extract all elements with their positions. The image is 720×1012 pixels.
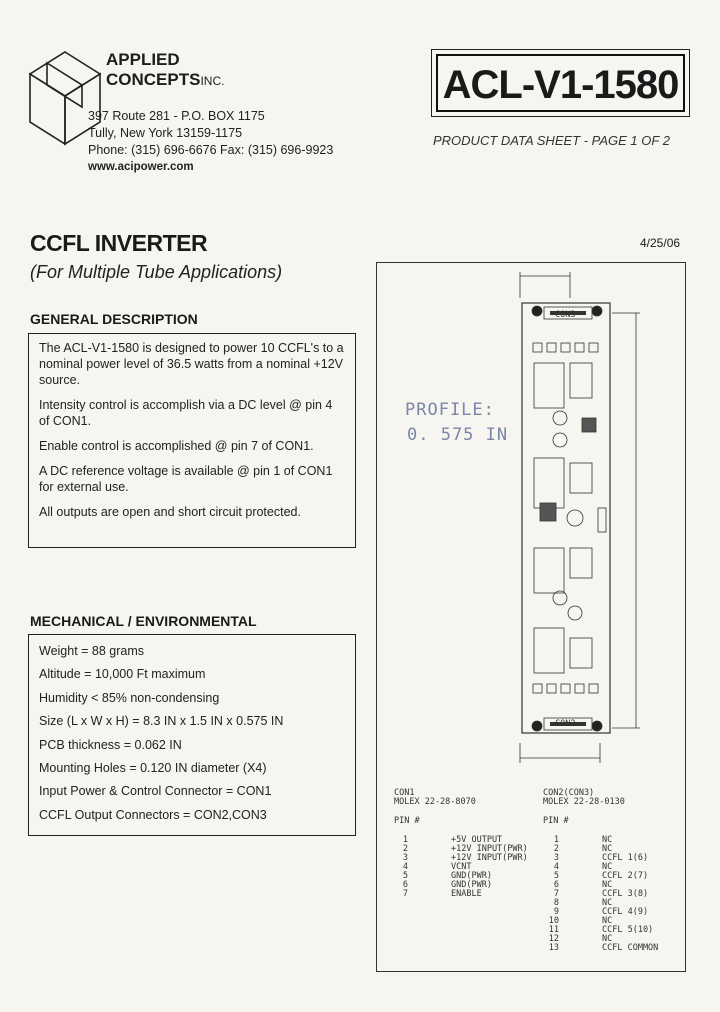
profile-note: PROFILE: 0. 575 IN (405, 398, 508, 448)
profile-label: PROFILE: (405, 400, 495, 420)
con1-pin-numbers: 1 2 3 4 5 6 7 (400, 836, 408, 899)
pin-number: 6 (402, 880, 408, 890)
pin-number: 1 (553, 835, 559, 845)
desc-paragraph: All outputs are open and short circuit p… (39, 505, 301, 519)
con23-molex: MOLEX 22-28-0130 (543, 797, 625, 807)
mechanical-box: Weight = 88 grams Altitude = 10,000 Ft m… (28, 634, 356, 836)
desc-paragraph: The ACL-V1-1580 is designed to power 10 … (39, 341, 344, 387)
con23-table: CON2(CON3) MOLEX 22-28-0130 PIN # (543, 789, 625, 826)
mech-item: PCB thickness = 0.062 IN (39, 737, 182, 752)
pin-function: +12V INPUT(PWR) (451, 853, 528, 863)
mech-item: Size (L x W x H) = 8.3 IN x 1.5 IN x 0.5… (39, 714, 284, 729)
company-name: APPLIED CONCEPTSINC. (106, 50, 224, 91)
phone-fax: Phone: (315) 696-6676 Fax: (315) 696-992… (88, 143, 334, 157)
con1-molex: MOLEX 22-28-8070 (394, 797, 476, 807)
pin-number: 3 (402, 853, 408, 863)
pin-function: NC (602, 880, 613, 890)
con1-table: CON1 MOLEX 22-28-8070 PIN # (394, 789, 476, 826)
document-date: 4/25/06 (640, 236, 681, 250)
con23-title: CON2(CON3) (543, 788, 595, 798)
pin-number: 6 (553, 880, 559, 890)
pin-function: CCFL 5(10) (602, 925, 654, 935)
pin-number: 5 (402, 871, 408, 881)
page-subtitle: (For Multiple Tube Applications) (30, 262, 283, 282)
profile-value: 0. 575 IN (407, 425, 509, 445)
pin-number: 13 (548, 943, 559, 953)
con1-pin-functions: +5V OUTPUT +12V INPUT(PWR) +12V INPUT(PW… (451, 836, 528, 899)
address-line1: 397 Route 281 - P.O. BOX 1175 (88, 109, 265, 123)
company-address: 397 Route 281 - P.O. BOX 1175 Tully, New… (88, 108, 333, 176)
pin-function: GND(PWR) (451, 871, 492, 881)
pin-function: CCFL 2(7) (602, 871, 649, 881)
pin-number: 8 (553, 898, 559, 908)
general-heading: GENERAL DESCRIPTION (30, 311, 198, 327)
pin-number: 5 (553, 871, 559, 881)
desc-paragraph: A DC reference voltage is available @ pi… (39, 464, 333, 494)
pcb-drawing (519, 272, 640, 763)
pin-function: ENABLE (451, 889, 482, 899)
pin-number: 11 (548, 925, 559, 935)
pin-function: GND(PWR) (451, 880, 492, 890)
pin-number: 4 (402, 862, 408, 872)
pin-function: CCFL 4(9) (602, 907, 649, 917)
pin-number: 2 (553, 844, 559, 854)
drawing-frame (376, 262, 686, 972)
company-name-line1: APPLIED (106, 50, 180, 69)
pin-number: 7 (553, 889, 559, 899)
pin-function: CCFL 1(6) (602, 853, 649, 863)
general-description-box: The ACL-V1-1580 is designed to power 10 … (28, 333, 356, 548)
con3-label: CON3 (555, 310, 576, 320)
company-name-line2: CONCEPTS (106, 70, 201, 89)
pin-number: 4 (553, 862, 559, 872)
pin-function: NC (602, 934, 613, 944)
con23-pin-header: PIN # (543, 816, 569, 826)
mech-item: CCFL Output Connectors = CON2,CON3 (39, 807, 267, 822)
mechanical-heading: MECHANICAL / ENVIRONMENTAL (30, 613, 257, 629)
con2-label: CON2 (555, 719, 576, 729)
sheet-label: PRODUCT DATA SHEET - PAGE 1 OF 2 (433, 133, 670, 148)
page-title: CCFL INVERTER (30, 230, 208, 256)
pin-number: 7 (402, 889, 408, 899)
pin-function: NC (602, 835, 613, 845)
con1-pin-header: PIN # (394, 816, 420, 826)
mech-item: Mounting Holes = 0.120 IN diameter (X4) (39, 760, 267, 775)
company-logo (28, 51, 102, 146)
pin-function: NC (602, 862, 613, 872)
pin-function: NC (602, 844, 613, 854)
pin-number: 10 (548, 916, 559, 926)
pin-function: CCFL 3(8) (602, 889, 649, 899)
pin-number: 12 (548, 934, 559, 944)
con23-pin-functions: NC NC CCFL 1(6) NC CCFL 2(7) NC CCFL 3(8… (602, 836, 658, 953)
pin-function: +12V INPUT(PWR) (451, 844, 528, 854)
con23-pin-numbers: 1 2 3 4 5 6 7 8 9 10 11 12 13 (545, 836, 559, 953)
desc-paragraph: Enable control is accomplished @ pin 7 o… (39, 439, 314, 453)
mech-item: Input Power & Control Connector = CON1 (39, 784, 272, 799)
part-number-box: ACL-V1-1580 (431, 49, 690, 117)
company-inc: INC. (200, 74, 225, 88)
pin-number: 3 (553, 853, 559, 863)
pin-function: NC (602, 916, 613, 926)
pin-number: 1 (402, 835, 408, 845)
mech-item: Weight = 88 grams (39, 644, 145, 658)
mech-item: Humidity < 85% non-condensing (39, 690, 220, 705)
mech-item: Altitude = 10,000 Ft maximum (39, 667, 206, 682)
pin-function: NC (602, 898, 613, 908)
con1-title: CON1 (394, 788, 415, 798)
pin-number: 2 (402, 844, 408, 854)
pin-number: 9 (553, 907, 559, 917)
part-number: ACL-V1-1580 (436, 54, 685, 112)
desc-paragraph: Intensity control is accomplish via a DC… (39, 398, 333, 428)
address-line2: Tully, New York 13159-1175 (88, 126, 243, 140)
website: www.acipower.com (88, 161, 194, 173)
pin-function: +5V OUTPUT (451, 835, 503, 845)
pin-function: CCFL COMMON (602, 943, 659, 953)
pin-function: VCNT (451, 862, 472, 872)
